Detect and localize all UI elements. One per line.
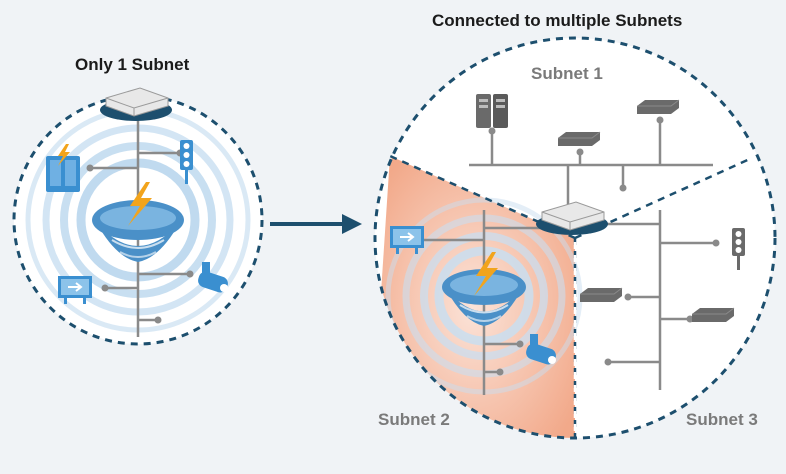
single-subnet-diagram [12, 87, 264, 346]
broadcast-storm-icon [92, 182, 184, 262]
multi-subnet-boundary [373, 36, 777, 440]
router-icon[interactable] [100, 87, 172, 121]
subnet-1-bus [469, 118, 713, 210]
switch-icon[interactable] [558, 131, 601, 146]
camera-icon[interactable] [524, 334, 557, 366]
single-subnet-boundary [12, 94, 264, 346]
subnet-3-label: Subnet 3 [686, 410, 758, 429]
subnet-3-nodes [604, 239, 720, 366]
camera-icon[interactable] [196, 262, 229, 294]
transition-arrow [270, 214, 362, 234]
sign-board-icon[interactable] [390, 226, 424, 254]
subnet-2-storm-icon [442, 252, 526, 326]
subnet-2-nodes [496, 340, 524, 376]
single-subnet-title: Only 1 Subnet [75, 55, 190, 74]
switch-icon[interactable] [692, 307, 735, 322]
subnet-1-label: Subnet 1 [531, 64, 603, 83]
central-router-icon[interactable] [536, 201, 608, 235]
power-panel-icon[interactable] [46, 144, 80, 192]
multi-subnet-title: Connected to multiple Subnets [432, 11, 683, 30]
multi-subnet-diagram [373, 36, 777, 440]
traffic-light-icon[interactable] [732, 228, 745, 270]
server-icon[interactable] [476, 94, 508, 128]
traffic-light-icon[interactable] [180, 140, 193, 184]
switch-icon[interactable] [580, 287, 623, 302]
switch-icon[interactable] [637, 99, 680, 114]
subnet-1-nodes [488, 116, 664, 192]
sign-board-icon[interactable] [58, 276, 92, 304]
subnet-2-label: Subnet 2 [378, 410, 450, 429]
